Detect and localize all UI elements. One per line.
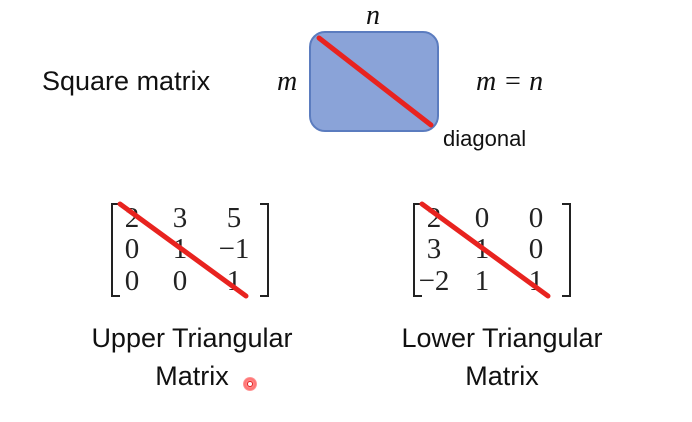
lower-cell-r1c2: 0: [475, 202, 490, 234]
lower-diagonal-line: [419, 201, 551, 299]
lower-caption: Lower Triangular Matrix: [372, 319, 632, 395]
lower-cell-r3c1: −2: [419, 265, 450, 297]
upper-cell-r2c1: 0: [125, 233, 140, 265]
lower-triangular-matrix: 200310−211: [413, 201, 571, 299]
upper-cell-r3c2: 0: [173, 265, 188, 297]
upper-cell-r2c3: −1: [219, 233, 250, 265]
square-matrix-label: Square matrix: [42, 66, 211, 96]
upper-cell-r1c2: 3: [173, 202, 188, 234]
row-symbol-m: m: [277, 66, 298, 97]
equality-condition: m = n: [476, 66, 544, 97]
col-symbol-n: n: [366, 0, 380, 31]
upper-diagonal-line: [117, 201, 249, 299]
lower-caption-line2: Matrix: [465, 361, 539, 391]
upper-caption-line2: Matrix: [155, 361, 229, 391]
lower-right-bracket: [562, 203, 571, 297]
lower-cell-r2c1: 3: [427, 233, 442, 265]
upper-cell-r3c1: 0: [125, 265, 140, 297]
upper-right-bracket: [260, 203, 269, 297]
lower-left-bracket: [413, 203, 422, 297]
lower-cell-r2c3: 0: [529, 233, 544, 265]
square-matrix-shape: [309, 31, 439, 132]
lower-cell-r1c3: 0: [529, 202, 544, 234]
upper-cell-r1c3: 5: [227, 202, 242, 234]
diagonal-label: diagonal: [443, 126, 527, 151]
lower-caption-line1: Lower Triangular: [401, 323, 603, 353]
lower-cell-r3c2: 1: [475, 265, 490, 297]
upper-left-bracket: [111, 203, 120, 297]
pointer-cursor-icon: [243, 377, 257, 391]
upper-caption-line1: Upper Triangular: [91, 323, 293, 353]
upper-caption: Upper Triangular Matrix: [62, 319, 322, 395]
